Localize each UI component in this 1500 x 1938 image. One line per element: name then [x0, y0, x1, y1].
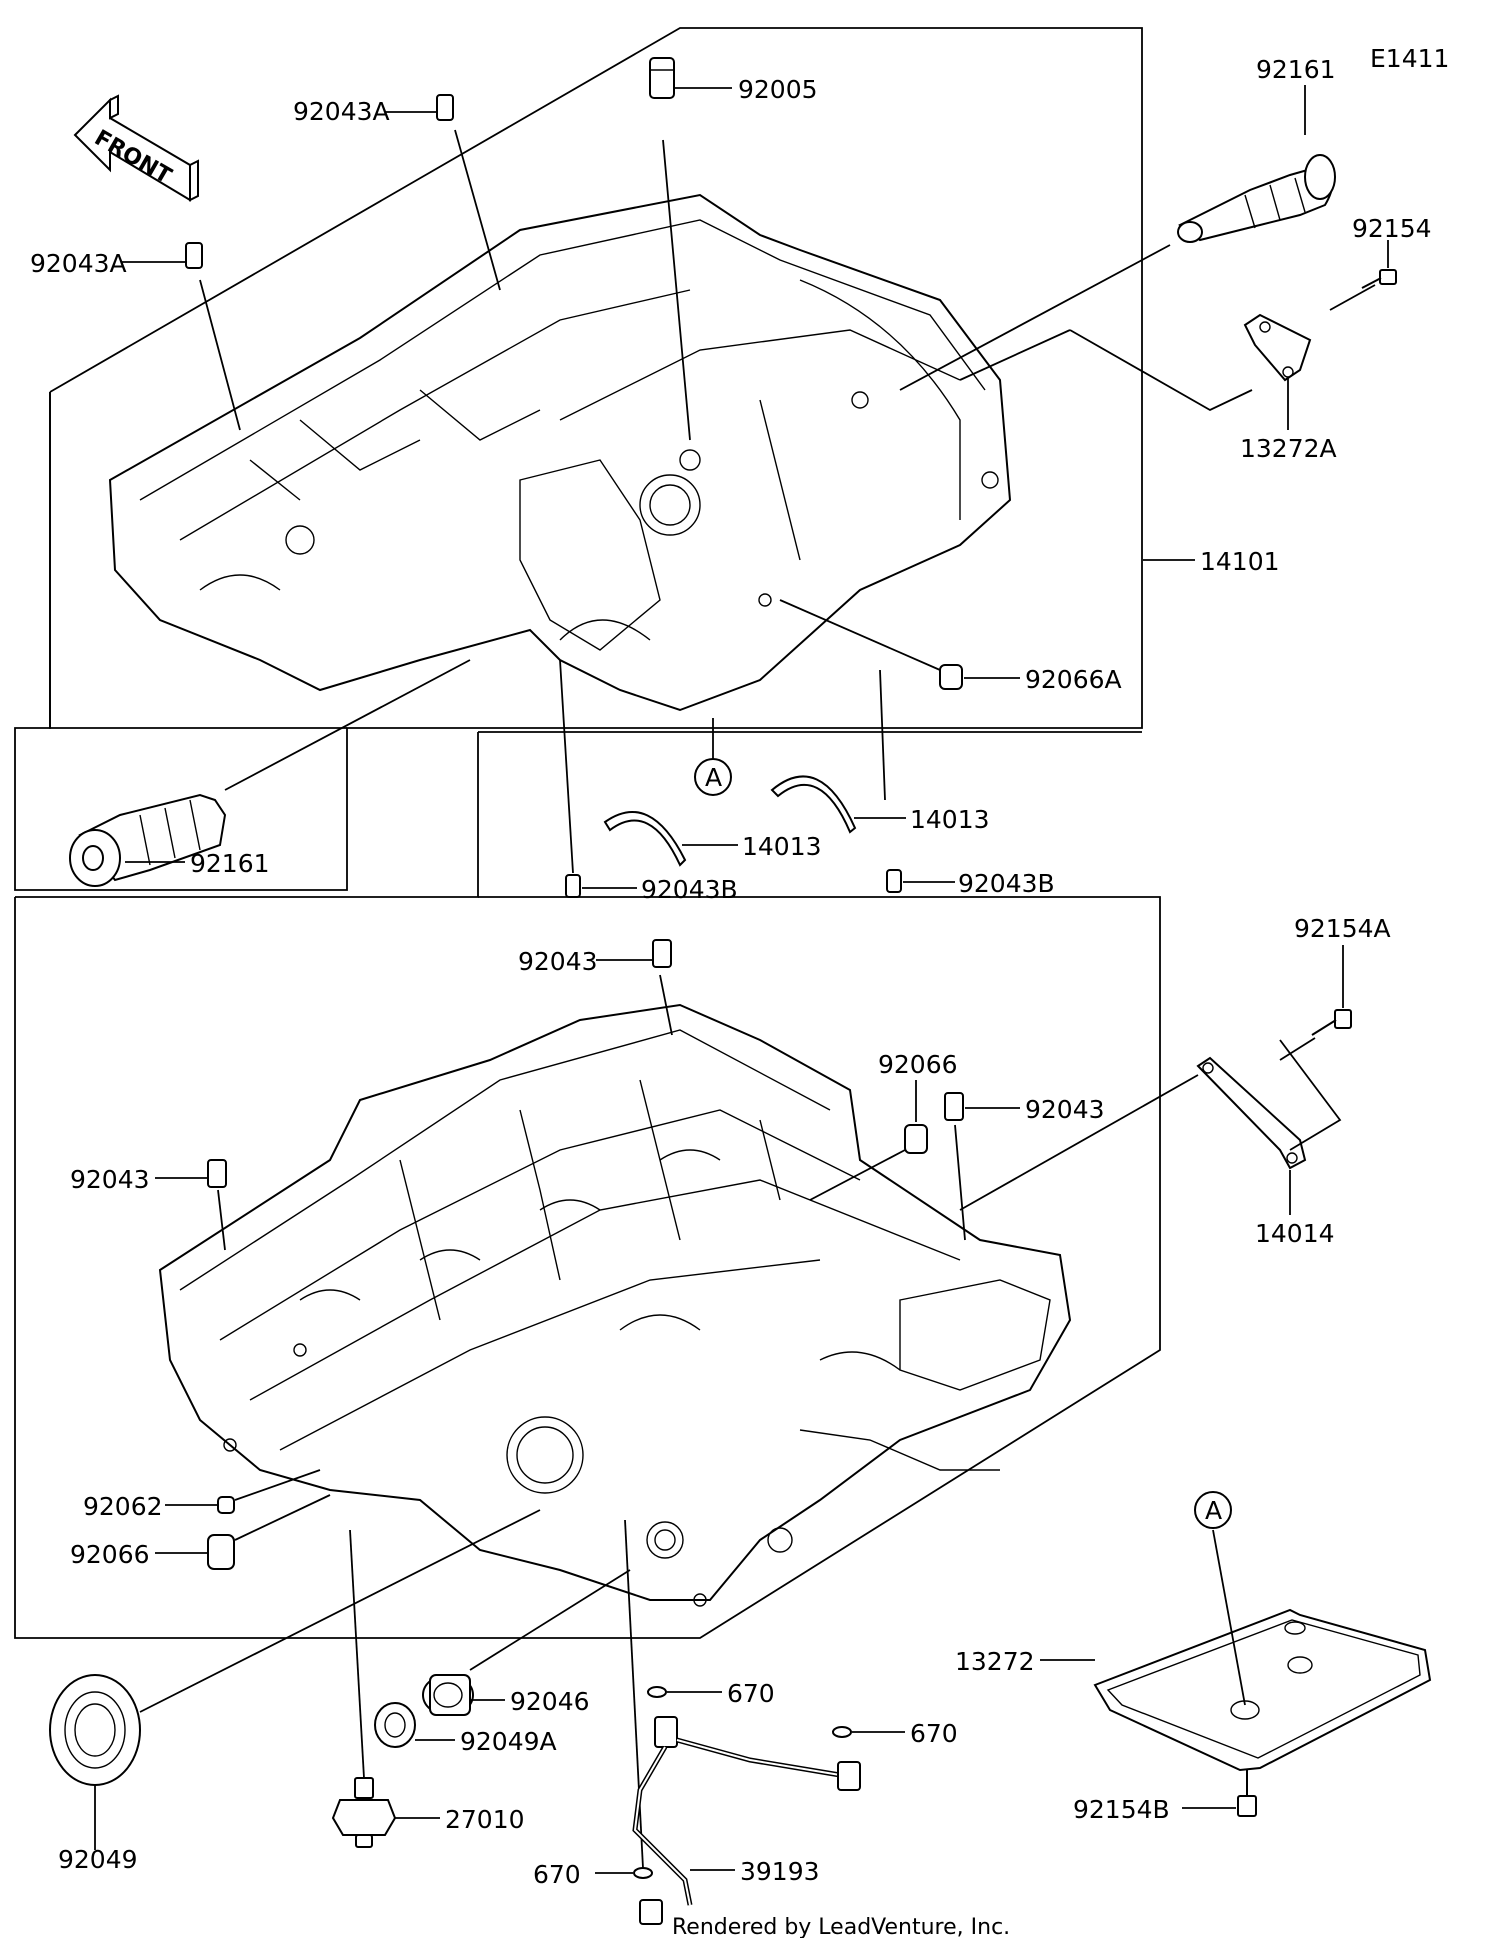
callout-39193: 39193	[740, 1857, 820, 1886]
leader-A-pan	[1212, 1529, 1246, 1706]
pipe-39193	[632, 1716, 861, 1925]
circle-A-mid-label: A	[705, 763, 722, 792]
bolt-92154A	[1279, 945, 1352, 1061]
seal-92049A	[374, 1702, 455, 1748]
callout-92066A: 92066A	[1025, 665, 1122, 694]
callout-670-a: 670	[727, 1679, 775, 1708]
plug-92066-mid	[809, 1080, 928, 1201]
callout-92043-right: 92043	[1025, 1095, 1105, 1124]
callout-92154A: 92154A	[1294, 914, 1391, 943]
callout-92066-mid: 92066	[878, 1050, 958, 1079]
dowel-92043-right	[944, 1092, 1020, 1241]
callout-92062: 92062	[83, 1492, 163, 1521]
callout-92161-left: 92161	[190, 849, 270, 878]
dowel-92043A-top	[385, 94, 501, 291]
callout-14013-right: 14013	[910, 805, 990, 834]
callout-92154: 92154	[1352, 214, 1432, 243]
bearing-14013-left	[603, 811, 738, 867]
bearing-92046	[422, 1569, 631, 1716]
plug-92066A	[779, 599, 1020, 690]
callout-92043-top: 92043	[518, 947, 598, 976]
bolt-92154B	[1182, 1770, 1257, 1817]
callout-92154B: 92154B	[1073, 1795, 1170, 1824]
diagram-code: E1411	[1370, 44, 1449, 73]
footer-credit: Rendered by LeadVenture, Inc.	[672, 1915, 1010, 1938]
plate-14014	[959, 1039, 1342, 1215]
seal-92161-left	[69, 659, 471, 887]
callout-92161-top: 92161	[1256, 55, 1336, 84]
lower-crankcase	[158, 1003, 1072, 1607]
callout-92043A-left: 92043A	[30, 249, 127, 278]
plug-92066-low	[155, 1494, 331, 1570]
callout-14101: 14101	[1200, 547, 1280, 576]
dowel-92043B-left	[559, 659, 637, 898]
callout-14014: 14014	[1255, 1219, 1335, 1248]
callout-92043B-left: 92043B	[641, 875, 738, 904]
washer-670-b	[832, 1726, 905, 1738]
bearing-14013-right	[770, 669, 906, 834]
plate-13272A	[959, 313, 1312, 430]
callout-14013-left: 14013	[742, 832, 822, 861]
callout-92046: 92046	[510, 1687, 590, 1716]
callout-92049A: 92049A	[460, 1727, 557, 1756]
callout-92066-low: 92066	[70, 1540, 150, 1569]
circle-A-pan	[1194, 1491, 1232, 1529]
callout-92005: 92005	[738, 75, 818, 104]
bolt-92154	[1329, 240, 1397, 311]
dowel-92043B-right	[886, 869, 955, 893]
seal-92049	[49, 1509, 541, 1850]
seal-92161-top	[899, 85, 1336, 391]
callout-670-c: 670	[533, 1860, 581, 1889]
plate-13272	[1040, 1608, 1432, 1772]
circle-A-pan-label: A	[1205, 1496, 1222, 1525]
callout-27010: 27010	[445, 1805, 525, 1834]
sensor-27010	[331, 1529, 440, 1848]
washer-670-a	[647, 1686, 722, 1698]
dowel-92043-top	[596, 939, 673, 1036]
dowel-92043A-left	[122, 242, 241, 431]
front-arrow-icon: FRONT	[73, 94, 199, 202]
upper-crankcase	[108, 193, 1012, 712]
callout-92043-left: 92043	[70, 1165, 150, 1194]
plug-92062	[165, 1469, 321, 1514]
callout-13272: 13272	[955, 1647, 1035, 1676]
lower-case-boundary	[14, 896, 1161, 1639]
callout-92049: 92049	[58, 1845, 138, 1874]
upper-case-boundary	[14, 27, 1143, 891]
callout-670-b: 670	[910, 1719, 958, 1748]
upper-case-box	[49, 392, 347, 729]
circle-A-mid	[694, 758, 732, 796]
callout-92043A-top: 92043A	[293, 97, 390, 126]
fitting-92005	[649, 57, 732, 441]
callout-92043B-right: 92043B	[958, 869, 1055, 898]
dowel-92043-left	[155, 1159, 227, 1251]
callout-13272A: 13272A	[1240, 434, 1337, 463]
